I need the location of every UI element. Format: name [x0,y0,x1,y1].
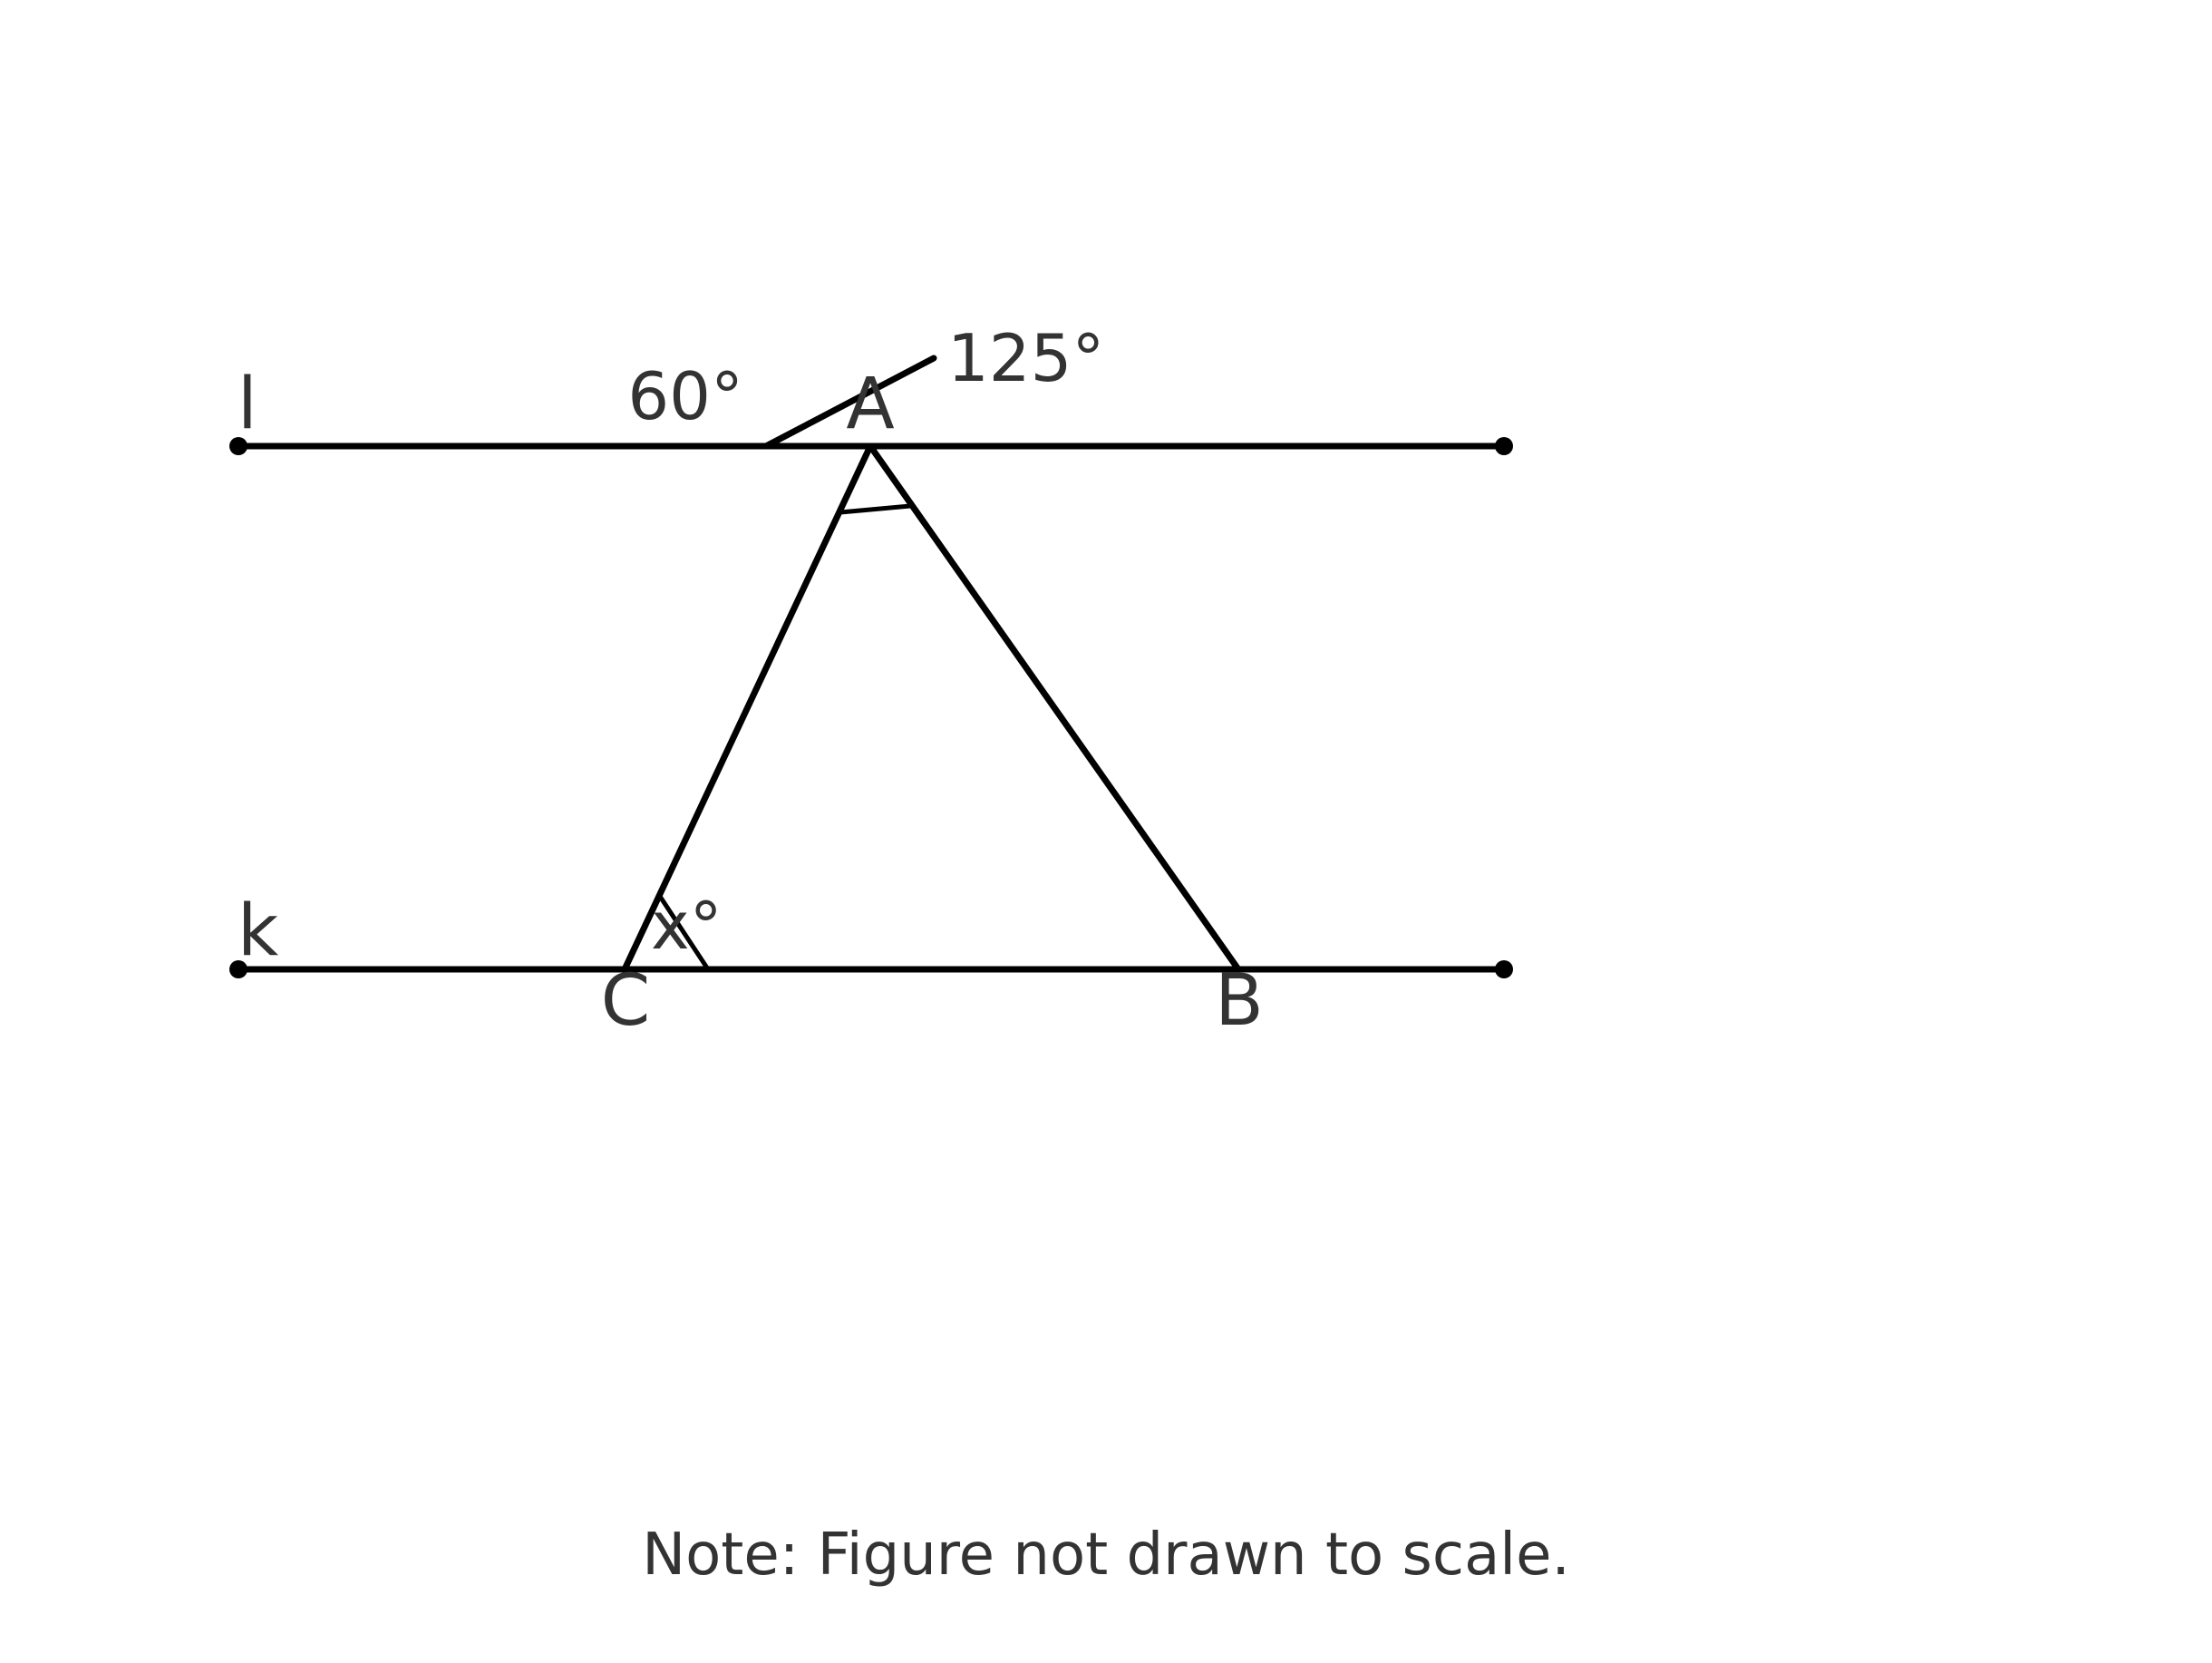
label-point-A: A [846,364,894,445]
endpoint-l-left [229,437,247,455]
transversal-ray [762,355,937,450]
label-angle-60: 60° [627,358,743,434]
endpoint-l-right [1495,437,1513,455]
segment-AB [867,442,1242,973]
scale-note: Note: Figure not drawn to scale. [642,1522,1570,1589]
endpoint-k-left [229,960,247,978]
label-line-k: k [238,890,278,972]
label-point-C: C [601,960,650,1042]
endpoint-k-right [1495,960,1513,978]
label-angle-125: 125° [947,320,1104,396]
segment-AC [621,442,874,973]
angle-mark-A [838,503,913,515]
label-angle-x: x° [651,888,723,964]
label-point-B: B [1215,960,1264,1042]
label-line-l: l [238,364,257,445]
angle-mark-C [656,892,711,972]
